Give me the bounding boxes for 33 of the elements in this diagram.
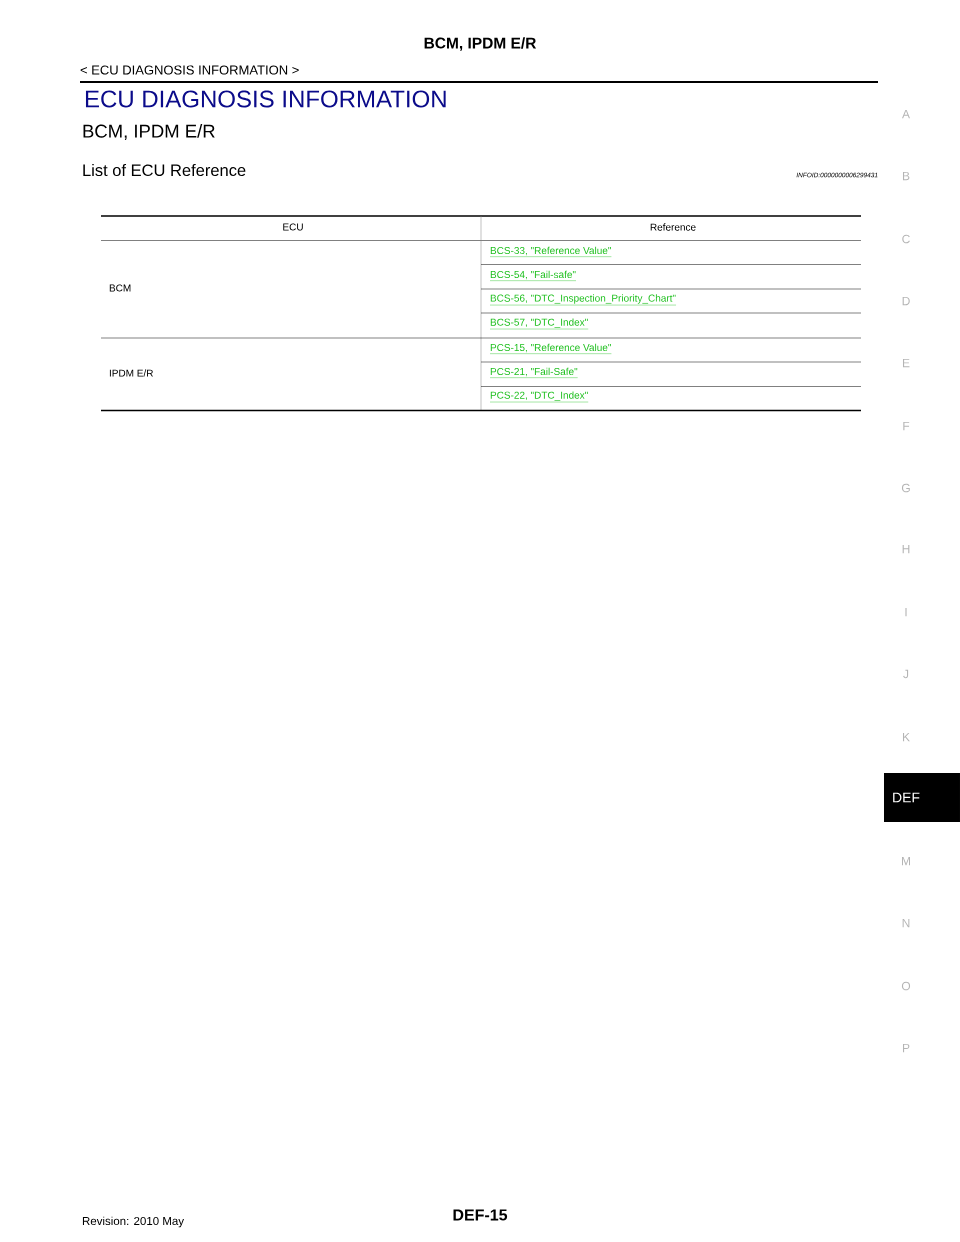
page-number: DEF-15 bbox=[453, 1209, 508, 1221]
breadcrumb: < ECU DIAGNOSIS INFORMATION > bbox=[80, 65, 299, 75]
reference-link: BCS-57, "DTC_Index" bbox=[489, 318, 589, 330]
page-title: BCM, IPDM E/R bbox=[424, 37, 537, 51]
table-cell: BCM bbox=[109, 284, 131, 292]
side-index-letter: F bbox=[903, 421, 910, 431]
side-index-letter: H bbox=[902, 544, 910, 554]
side-index-letter: A bbox=[902, 109, 910, 119]
table-cell: IPDM E/R bbox=[109, 369, 153, 377]
subsection-heading: BCM, IPDM E/R bbox=[83, 124, 215, 140]
reference-link: PCS-21, "Fail-Safe" bbox=[489, 367, 578, 378]
revision-note: Revision: 2010 May bbox=[82, 1216, 184, 1228]
index-tab: DEF bbox=[884, 773, 960, 822]
side-index-letter: C bbox=[902, 234, 910, 244]
subsection-heading: List of ECU Reference bbox=[83, 163, 246, 177]
side-index-letter: D bbox=[902, 296, 910, 306]
table-cell: ECU bbox=[283, 223, 303, 231]
side-index-letter: K bbox=[903, 732, 910, 742]
table-cell: Reference bbox=[650, 223, 696, 231]
side-index-letter: O bbox=[901, 981, 911, 991]
reference-link: PCS-22, "DTC_Index" bbox=[489, 391, 589, 403]
reference-link: BCS-56, "DTC_Inspection_Priority_Chart" bbox=[489, 294, 677, 306]
side-index-letter: M bbox=[902, 856, 910, 866]
side-index-letter: B bbox=[903, 171, 910, 181]
side-index-letter: J bbox=[903, 669, 909, 679]
side-index-letter: N bbox=[902, 918, 910, 928]
side-index-letter: P bbox=[903, 1043, 910, 1053]
side-index-letter: E bbox=[903, 358, 910, 368]
reference-link: BCS-54, "Fail-safe" bbox=[489, 270, 577, 281]
side-index-letter: G bbox=[901, 483, 910, 493]
section-heading: ECU DIAGNOSIS INFORMATION bbox=[86, 90, 446, 108]
reference-link: PCS-15, "Reference Value" bbox=[489, 343, 612, 354]
reference-link: BCS-33, "Reference Value" bbox=[489, 246, 612, 257]
